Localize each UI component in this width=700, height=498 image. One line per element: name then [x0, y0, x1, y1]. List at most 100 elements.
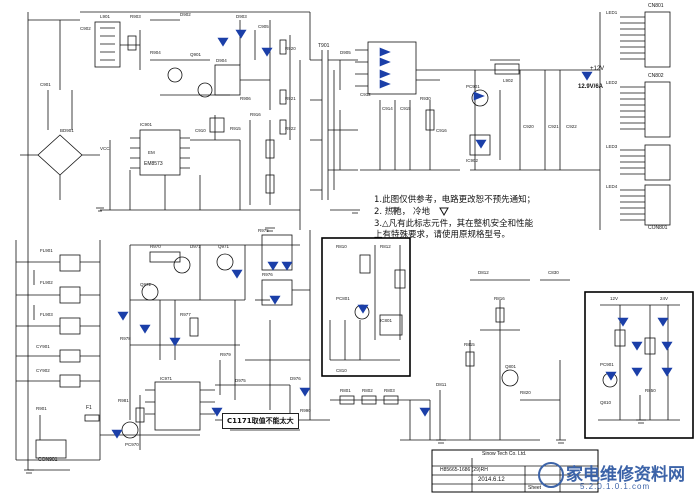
svg-text:D903: D903 [236, 14, 247, 19]
watermark-url: 5.2.0.1.0.1.com [580, 482, 651, 491]
svg-text:IC902: IC902 [466, 158, 479, 163]
svg-text:R850: R850 [645, 388, 656, 393]
svg-text:PC901: PC901 [600, 362, 614, 367]
svg-text:C916: C916 [436, 128, 447, 133]
sheet-label: Sheet [528, 485, 542, 491]
svg-text:CY901: CY901 [36, 344, 50, 349]
svg-text:C905: C905 [258, 24, 269, 29]
svg-text:CY902: CY902 [36, 368, 50, 373]
model-number: H85665-1686 (29)RH [440, 467, 488, 473]
note-line-1: 1.此图仅供参考，电路更改恕不预先通知； [374, 195, 536, 205]
svg-text:LED2: LED2 [606, 80, 618, 85]
svg-text:C920: C920 [523, 124, 534, 129]
svg-text:R816: R816 [494, 296, 505, 301]
svg-text:VCC: VCC [100, 146, 110, 151]
svg-text:R921: R921 [285, 96, 296, 101]
lamp-connector-label: CON801 [648, 225, 668, 231]
svg-text:C810: C810 [336, 368, 347, 373]
svg-text:IC901: IC901 [140, 122, 153, 127]
svg-text:FL903: FL903 [40, 312, 53, 317]
svg-text:R901: R901 [36, 406, 47, 411]
note-line-4: 上有特殊要求，请使用原规格型号。 [374, 230, 511, 240]
svg-text:D904: D904 [216, 58, 227, 63]
transformer-label: T901 [318, 43, 330, 49]
svg-text:EM: EM [148, 150, 155, 155]
svg-text:PC901: PC901 [466, 84, 480, 89]
svg-text:LED1: LED1 [606, 10, 618, 15]
svg-text:PC801: PC801 [336, 296, 350, 301]
svg-text:LED4: LED4 [606, 184, 618, 189]
svg-text:R903: R903 [130, 14, 141, 19]
svg-text:Q901: Q901 [190, 52, 202, 57]
svg-text:L902: L902 [503, 78, 514, 83]
svg-text:C915: C915 [400, 106, 411, 111]
output-current-label: 12.9V/6A [578, 84, 604, 90]
drawing-date: 2014.6.12 [478, 477, 505, 483]
svg-text:R812: R812 [380, 244, 391, 249]
svg-text:R976: R976 [262, 272, 273, 277]
svg-text:24V: 24V [660, 296, 668, 301]
svg-text:C901: C901 [40, 82, 51, 87]
svg-text:FL902: FL902 [40, 280, 53, 285]
svg-text:D905: D905 [340, 50, 351, 55]
note-line-3: 3.△凡有此标志元件，其在整机安全和性能 [374, 219, 534, 229]
ic-label: EM8573 [144, 161, 163, 167]
relay-label: CON901 [38, 457, 58, 463]
svg-text:R915: R915 [230, 126, 241, 131]
capacitor-warning-label: C1171取值不能太大 [222, 413, 299, 429]
svg-text:R930: R930 [420, 96, 431, 101]
svg-text:D812: D812 [478, 270, 489, 275]
svg-text:R916: R916 [250, 112, 261, 117]
svg-text:D811: D811 [436, 382, 447, 387]
svg-text:R975: R975 [258, 228, 269, 233]
svg-text:L901: L901 [100, 14, 111, 19]
svg-text:R970: R970 [150, 244, 161, 249]
svg-text:Q971: Q971 [218, 244, 230, 249]
output-12v-label: +12V [590, 66, 605, 72]
svg-text:R820: R820 [520, 390, 531, 395]
svg-text:R810: R810 [336, 244, 347, 249]
svg-text:Q972: Q972 [140, 282, 152, 287]
svg-text:R904: R904 [150, 50, 161, 55]
svg-text:R981: R981 [118, 398, 129, 403]
svg-text:IC971: IC971 [160, 376, 173, 381]
svg-text:12V: 12V [610, 296, 618, 301]
svg-text:R977: R977 [180, 312, 191, 317]
svg-text:D902: D902 [180, 12, 191, 17]
svg-text:PC970: PC970 [125, 442, 139, 447]
watermark-logo-icon [538, 462, 564, 488]
svg-text:C922: C922 [566, 124, 577, 129]
svg-text:R803: R803 [384, 388, 395, 393]
svg-text:FL901: FL901 [40, 248, 53, 253]
ground-symbols-note [391, 207, 449, 217]
svg-text:D976: D976 [290, 376, 301, 381]
note-line-2: 2. 热地， 冷地 [374, 207, 431, 217]
svg-text:R802: R802 [362, 388, 373, 393]
svg-text:Q801: Q801 [505, 364, 517, 369]
connector-cn1-label: CN801 [648, 3, 664, 9]
svg-text:IC801: IC801 [380, 318, 393, 323]
connector-cn2-label: CN802 [648, 73, 664, 79]
svg-text:R922: R922 [285, 126, 296, 131]
svg-text:C902: C902 [80, 26, 91, 31]
svg-text:D975: D975 [235, 378, 246, 383]
fuse-label: F1 [86, 405, 92, 411]
svg-text:C921: C921 [548, 124, 559, 129]
svg-text:Q810: Q810 [600, 400, 612, 405]
svg-text:C914: C914 [382, 106, 393, 111]
svg-text:R978: R978 [120, 336, 131, 341]
svg-text:LED3: LED3 [606, 144, 618, 149]
svg-text:C912: C912 [360, 92, 371, 97]
svg-text:R990: R990 [300, 408, 311, 413]
svg-text:D971: D971 [190, 244, 201, 249]
company-name: Sinow Tech Co. Ltd. [482, 451, 527, 457]
svg-text:C830: C830 [548, 270, 559, 275]
svg-text:BD901: BD901 [60, 128, 74, 133]
svg-text:R801: R801 [340, 388, 351, 393]
svg-text:R920: R920 [285, 46, 296, 51]
svg-text:R906: R906 [240, 96, 251, 101]
watermark-text: 家电维修资料网 [566, 465, 685, 485]
svg-text:R815: R815 [464, 342, 475, 347]
